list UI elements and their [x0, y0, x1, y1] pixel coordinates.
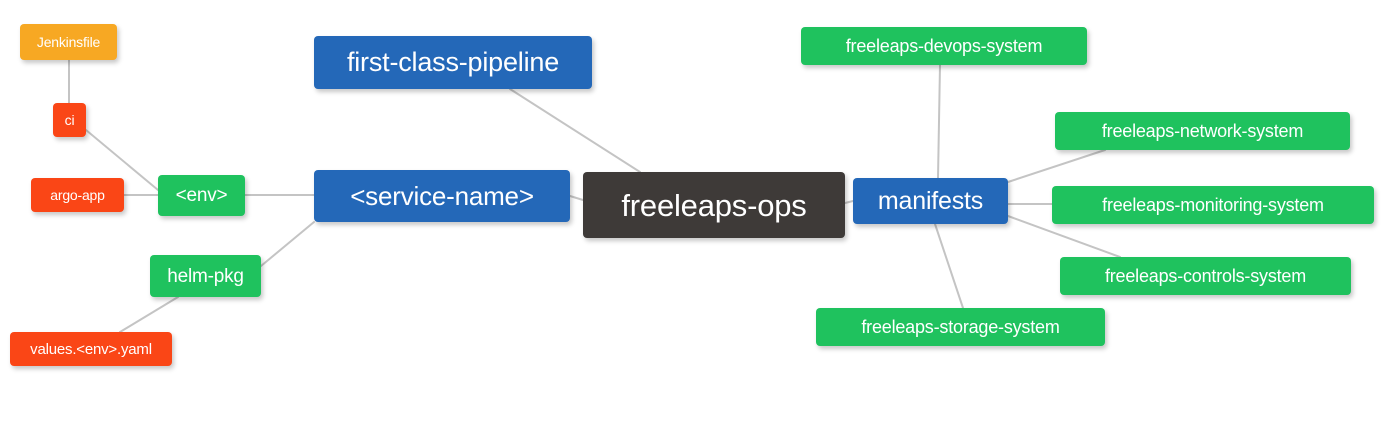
node-label-jenkinsfile: Jenkinsfile	[36, 34, 101, 50]
node-label-argo-app: argo-app	[50, 187, 105, 203]
node-label-first-class-pipeline: first-class-pipeline	[346, 47, 560, 77]
node-label-service-name: <service-name>	[350, 181, 534, 211]
node-argo-app[interactable]: argo-app	[31, 178, 124, 212]
node-freeleaps-ops[interactable]: freeleaps-ops	[583, 172, 845, 238]
node-label-freeleaps-devops-system: freeleaps-devops-system	[845, 36, 1043, 56]
node-label-freeleaps-controls-system: freeleaps-controls-system	[1104, 266, 1307, 286]
node-manifests[interactable]: manifests	[853, 178, 1008, 224]
node-values-yaml[interactable]: values.<env>.yaml	[10, 332, 172, 366]
node-freeleaps-storage-system[interactable]: freeleaps-storage-system	[816, 308, 1105, 346]
node-ci[interactable]: ci	[53, 103, 86, 137]
node-label-freeleaps-network-system: freeleaps-network-system	[1101, 121, 1304, 141]
node-label-helm-pkg: helm-pkg	[167, 265, 244, 287]
node-label-freeleaps-ops: freeleaps-ops	[621, 187, 807, 223]
node-label-freeleaps-storage-system: freeleaps-storage-system	[861, 317, 1060, 337]
node-label-freeleaps-monitoring-system: freeleaps-monitoring-system	[1102, 195, 1324, 215]
node-label-env: <env>	[175, 185, 228, 206]
node-jenkinsfile[interactable]: Jenkinsfile	[20, 24, 117, 60]
node-service-name[interactable]: <service-name>	[314, 170, 570, 222]
node-freeleaps-monitoring-system[interactable]: freeleaps-monitoring-system	[1052, 186, 1374, 224]
edge-manifests-to-freeleaps-storage-system	[934, 223, 964, 309]
node-label-values-yaml: values.<env>.yaml	[30, 340, 152, 358]
edge-helm-pkg-to-values-yaml	[119, 296, 179, 333]
edge-service-name-to-helm-pkg	[260, 221, 315, 267]
node-freeleaps-network-system[interactable]: freeleaps-network-system	[1055, 112, 1350, 150]
node-freeleaps-devops-system[interactable]: freeleaps-devops-system	[801, 27, 1087, 65]
node-helm-pkg[interactable]: helm-pkg	[150, 255, 261, 297]
edge-manifests-to-freeleaps-network-system	[1007, 149, 1106, 183]
node-env[interactable]: <env>	[158, 175, 245, 216]
edge-first-class-pipeline-to-freeleaps-ops	[509, 88, 641, 173]
node-first-class-pipeline[interactable]: first-class-pipeline	[314, 36, 592, 89]
edge-manifests-to-freeleaps-devops-system	[937, 64, 941, 179]
edge-service-name-to-freeleaps-ops	[569, 195, 584, 201]
node-label-ci: ci	[64, 112, 75, 128]
node-freeleaps-controls-system[interactable]: freeleaps-controls-system	[1060, 257, 1351, 295]
node-label-manifests: manifests	[877, 186, 984, 215]
edge-freeleaps-ops-to-manifests	[844, 200, 854, 204]
